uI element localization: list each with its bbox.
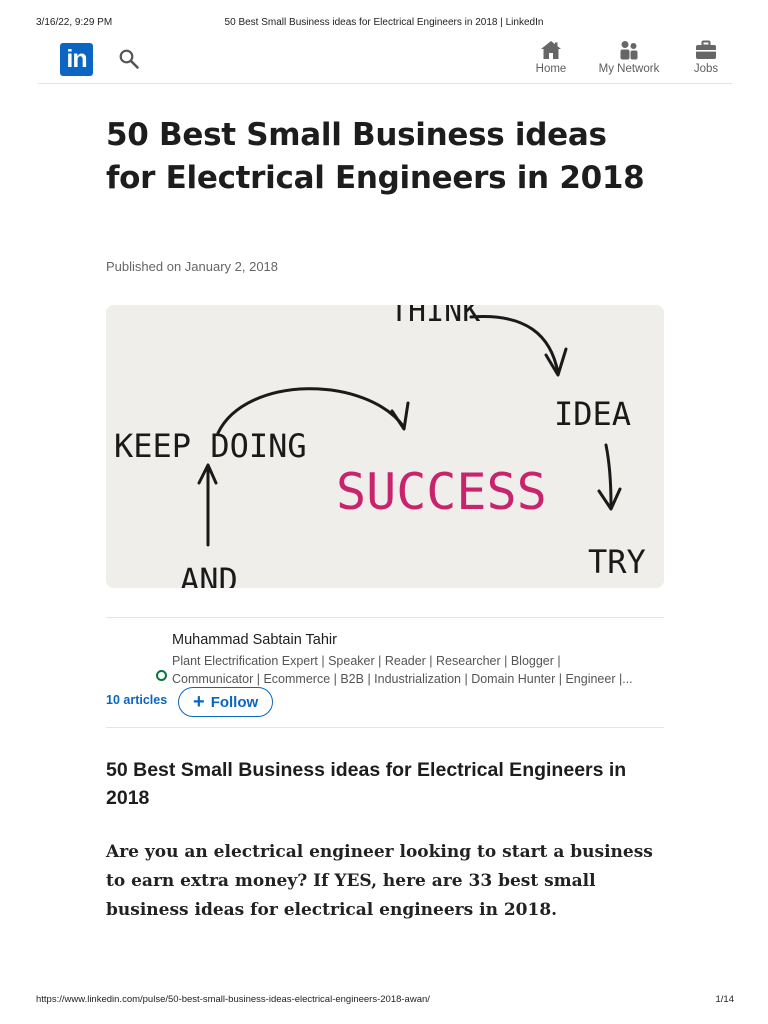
author-headline-line2: Communicator | Ecommerce | B2B | Industr… [172,672,633,686]
hero-image: THINK IDEA KEEP DOING TRY AND SUCCESS [106,305,664,588]
plus-icon: + [193,691,205,713]
online-status-icon [156,670,167,681]
network-icon [620,41,638,60]
follow-button-label: Follow [210,693,259,711]
hero-word-success: SUCCESS [336,463,547,521]
print-header: 3/16/22, 9:29 PM 50 Best Small Business … [0,14,768,30]
search-icon[interactable] [118,48,140,70]
nav-my-network[interactable]: My Network [593,40,665,75]
briefcase-icon [696,40,716,59]
print-datetime: 3/16/22, 9:29 PM [36,17,113,28]
author-headline: Plant Electrification Expert | Speaker |… [172,652,667,688]
nav-jobs[interactable]: Jobs [686,40,726,75]
print-page-number: 1/14 [715,994,735,1005]
hero-word-keep-doing: KEEP DOING [114,427,307,465]
author-headline-line1: Plant Electrification Expert | Speaker |… [172,654,561,668]
published-date: Published on January 2, 2018 [106,259,279,274]
linkedin-logo[interactable]: in [60,43,93,76]
author-articles-count[interactable]: 10 articles [106,693,168,707]
print-doc-title: 50 Best Small Business ideas for Electri… [224,17,544,28]
author-card: Muhammad Sabtain Tahir Plant Electrifica… [106,617,664,728]
author-name[interactable]: Muhammad Sabtain Tahir [172,632,337,648]
hero-word-idea: IDEA [554,395,631,433]
hero-word-think: THINK [390,305,480,329]
article-title: 50 Best Small Business ideas for Electri… [106,117,645,196]
top-navigation: in Home My Network Jobs [38,36,732,84]
hero-word-try: TRY [588,543,646,581]
nav-my-network-label: My Network [598,63,660,75]
home-icon [541,41,561,59]
article-intro: Are you an electrical engineer looking t… [106,842,653,920]
follow-button[interactable]: + Follow [178,687,274,717]
print-url: https://www.linkedin.com/pulse/50-best-s… [36,994,430,1005]
nav-home[interactable]: Home [528,40,574,75]
section-heading: 50 Best Small Business ideas for Electri… [106,759,627,809]
hero-word-and: AND [180,561,238,588]
nav-home-label: Home [535,63,567,75]
nav-jobs-label: Jobs [693,63,719,75]
